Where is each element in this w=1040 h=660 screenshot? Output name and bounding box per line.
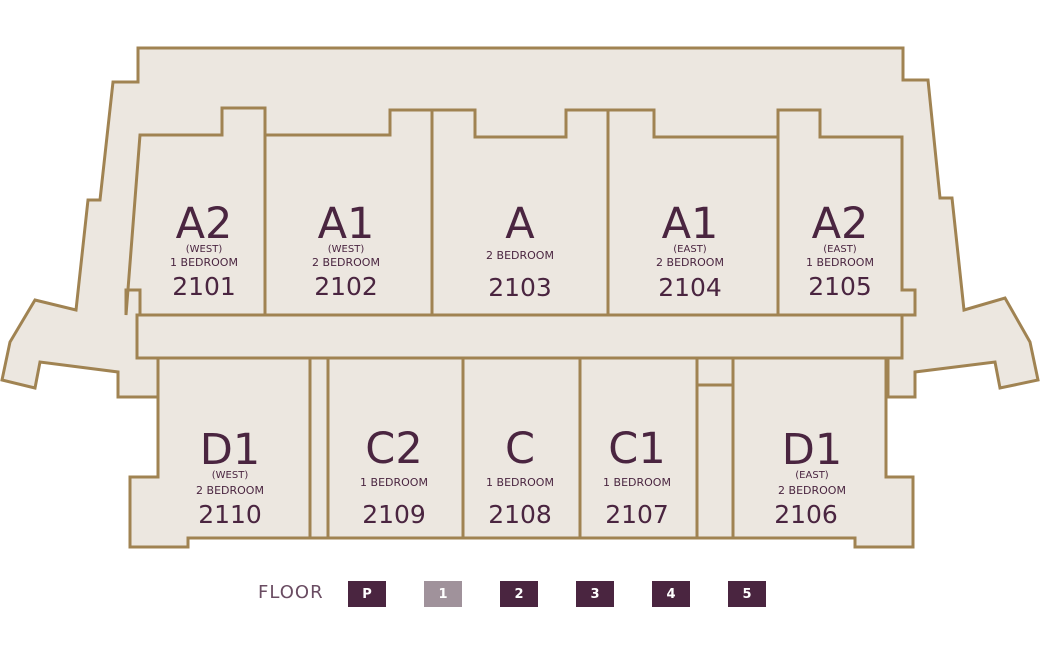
unit-2104[interactable]: A1 (EAST) 2 BEDROOM 2104 <box>606 108 780 317</box>
unit-2102[interactable]: A1 (WEST) 2 BEDROOM 2102 <box>263 108 434 317</box>
unit-bedrooms: 2 BEDROOM <box>486 249 554 262</box>
unit-type: A2 <box>176 199 233 249</box>
floor-button-p[interactable]: P <box>348 581 386 607</box>
unit-wing: (EAST) <box>673 244 707 255</box>
unit-number: 2102 <box>314 272 378 301</box>
unit-bedrooms: 1 BEDROOM <box>170 256 238 269</box>
shaft <box>308 356 330 540</box>
unit-type: C2 <box>365 424 422 474</box>
unit-type: D1 <box>200 425 260 475</box>
floor-button-4[interactable]: 4 <box>652 581 690 607</box>
shaft <box>695 383 735 540</box>
unit-bedrooms: 1 BEDROOM <box>603 476 671 489</box>
unit-type: C <box>505 424 535 474</box>
unit-type: A1 <box>318 199 375 249</box>
unit-number: 2109 <box>362 500 426 529</box>
unit-wing: (EAST) <box>823 244 857 255</box>
corridor <box>135 313 904 360</box>
unit-wing: (EAST) <box>795 470 829 481</box>
unit-2105[interactable]: A2 (EAST) 1 BEDROOM 2105 <box>776 108 917 317</box>
unit-bedrooms: 2 BEDROOM <box>196 484 264 497</box>
unit-type: A1 <box>662 199 719 249</box>
unit-number: 2101 <box>172 272 236 301</box>
unit-wing: (WEST) <box>328 244 365 255</box>
unit-type: A2 <box>812 199 869 249</box>
unit-number: 2105 <box>808 272 872 301</box>
unit-type: A <box>505 199 535 249</box>
unit-number: 2103 <box>488 273 552 302</box>
unit-bedrooms: 1 BEDROOM <box>360 476 428 489</box>
unit-type: C1 <box>608 424 665 474</box>
unit-2108[interactable]: C 1 BEDROOM 2108 <box>461 356 582 540</box>
floor-button-5[interactable]: 5 <box>728 581 766 607</box>
floor-button-3[interactable]: 3 <box>576 581 614 607</box>
unit-2106[interactable]: D1 (EAST) 2 BEDROOM 2106 <box>731 356 915 549</box>
unit-2103[interactable]: A 2 BEDROOM 2103 <box>430 108 610 317</box>
unit-number: 2106 <box>774 500 838 529</box>
unit-bedrooms: 2 BEDROOM <box>778 484 846 497</box>
unit-2110[interactable]: D1 (WEST) 2 BEDROOM 2110 <box>128 356 312 549</box>
unit-wing: (WEST) <box>212 470 249 481</box>
unit-wing: (WEST) <box>186 244 223 255</box>
floor-button-2[interactable]: 2 <box>500 581 538 607</box>
unit-type: D1 <box>782 425 842 475</box>
unit-number: 2108 <box>488 500 552 529</box>
unit-bedrooms: 2 BEDROOM <box>312 256 380 269</box>
unit-number: 2110 <box>198 500 262 529</box>
unit-2109[interactable]: C2 1 BEDROOM 2109 <box>326 356 465 540</box>
floor-button-1[interactable]: 1 <box>424 581 462 607</box>
unit-2101[interactable]: A2 (WEST) 1 BEDROOM 2101 <box>124 106 267 317</box>
unit-bedrooms: 2 BEDROOM <box>656 256 724 269</box>
unit-bedrooms: 1 BEDROOM <box>486 476 554 489</box>
unit-2107[interactable]: C1 1 BEDROOM 2107 <box>578 356 699 540</box>
unit-number: 2104 <box>658 273 722 302</box>
unit-bedrooms: 1 BEDROOM <box>806 256 874 269</box>
unit-number: 2107 <box>605 500 669 529</box>
